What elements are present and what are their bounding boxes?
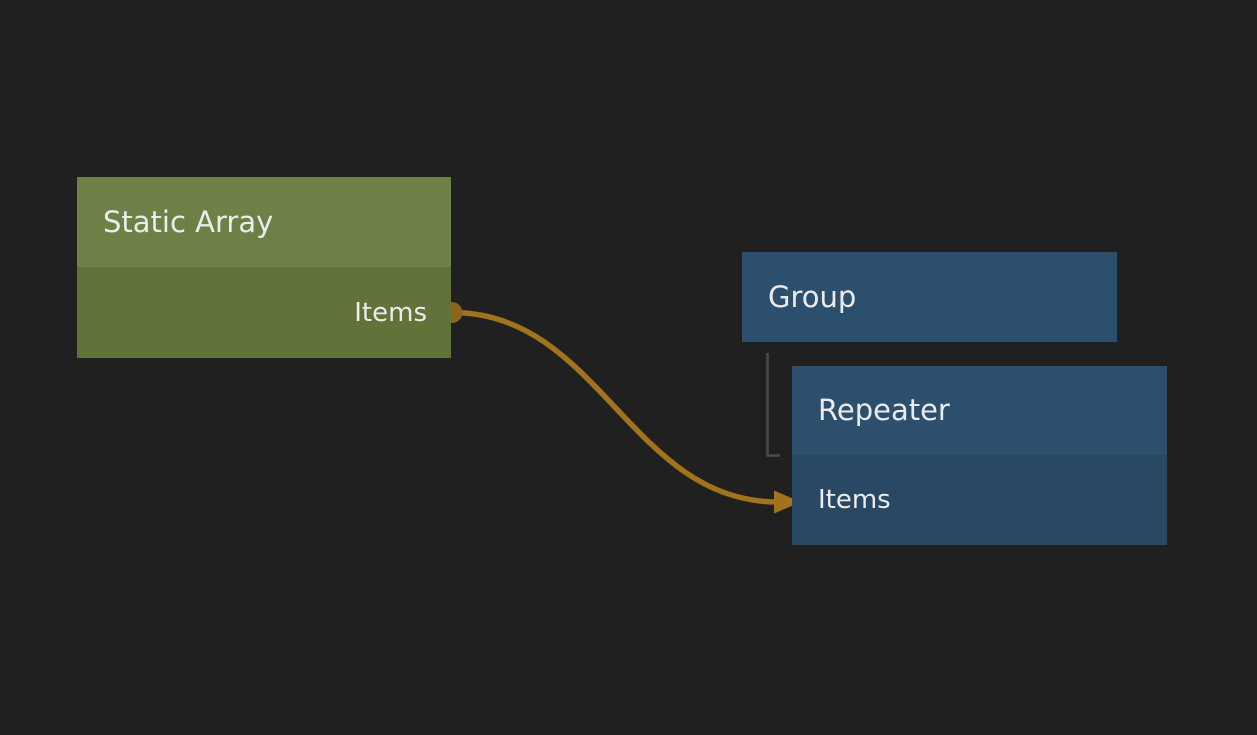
static-array-items-output-port-label[interactable]: Items: [354, 297, 427, 328]
node-static-array[interactable]: Static Array Items: [77, 177, 451, 358]
node-static-array-header[interactable]: Static Array: [77, 177, 451, 267]
node-group[interactable]: Group: [742, 252, 1117, 342]
node-static-array-title: Static Array: [103, 204, 274, 239]
node-repeater-title: Repeater: [818, 393, 950, 427]
node-group-title: Group: [768, 279, 857, 314]
connection-wire[interactable]: [451, 309, 779, 505]
node-repeater[interactable]: Repeater Items: [792, 366, 1167, 545]
repeater-items-input-port-label[interactable]: Items: [818, 485, 891, 515]
node-repeater-body: Items: [792, 455, 1167, 545]
node-repeater-header[interactable]: Repeater: [792, 366, 1167, 455]
node-group-header[interactable]: Group: [742, 252, 1117, 342]
node-static-array-body: Items: [77, 267, 451, 358]
group-child-connector-line: [766, 353, 780, 457]
wire-arrowhead-icon: [774, 490, 801, 514]
